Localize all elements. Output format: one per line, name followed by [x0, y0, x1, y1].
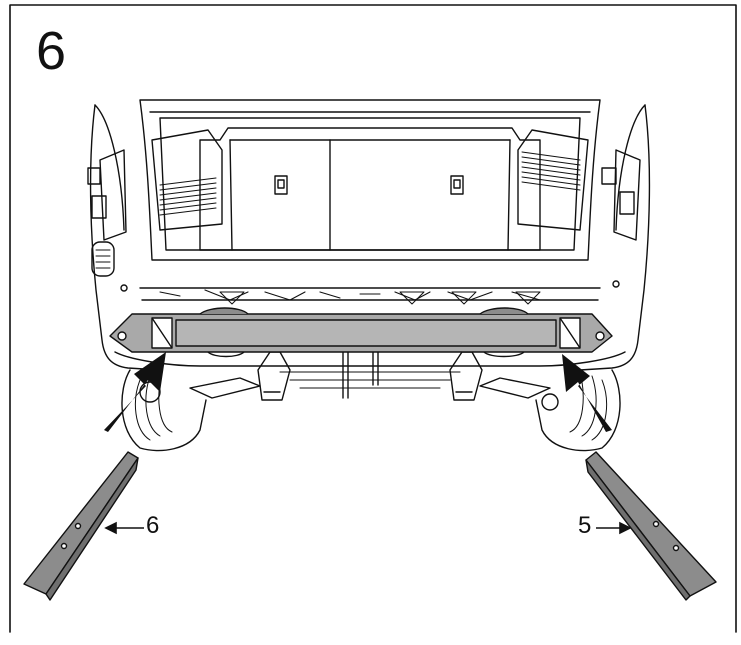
part-label-right: 5 — [578, 512, 592, 539]
part-label-left: 6 — [146, 512, 160, 539]
reflector-left — [91, 241, 115, 277]
body-left-outline — [89, 104, 161, 371]
jack-stand-left — [257, 351, 291, 401]
panel-border — [9, 4, 737, 633]
hub-right — [541, 393, 559, 411]
arrow-left — [104, 352, 166, 432]
cargo-floor — [199, 127, 541, 251]
step-number: 6 — [36, 21, 67, 81]
side-trim-left — [151, 129, 223, 231]
floor-hook-left — [274, 175, 288, 195]
body-right-outline — [579, 104, 651, 371]
suspension-arm-left — [189, 377, 261, 399]
wheel-left — [121, 369, 207, 452]
jack-stand-right — [449, 351, 483, 401]
suspension-arm-right — [479, 377, 551, 399]
wheel-right — [535, 369, 621, 452]
arrow-right — [562, 354, 612, 432]
floor-hook-right — [450, 175, 464, 195]
tailgate-opening — [139, 99, 601, 261]
tail-light-left — [99, 149, 127, 241]
bracket-part-5 — [585, 451, 717, 597]
cargo-area — [159, 117, 581, 251]
tow-bar-crossbeam — [109, 307, 613, 358]
insertion-arrows — [104, 352, 612, 432]
bracket-part-6 — [23, 451, 139, 595]
side-trim-right — [517, 129, 589, 231]
tail-light-right — [613, 149, 641, 241]
